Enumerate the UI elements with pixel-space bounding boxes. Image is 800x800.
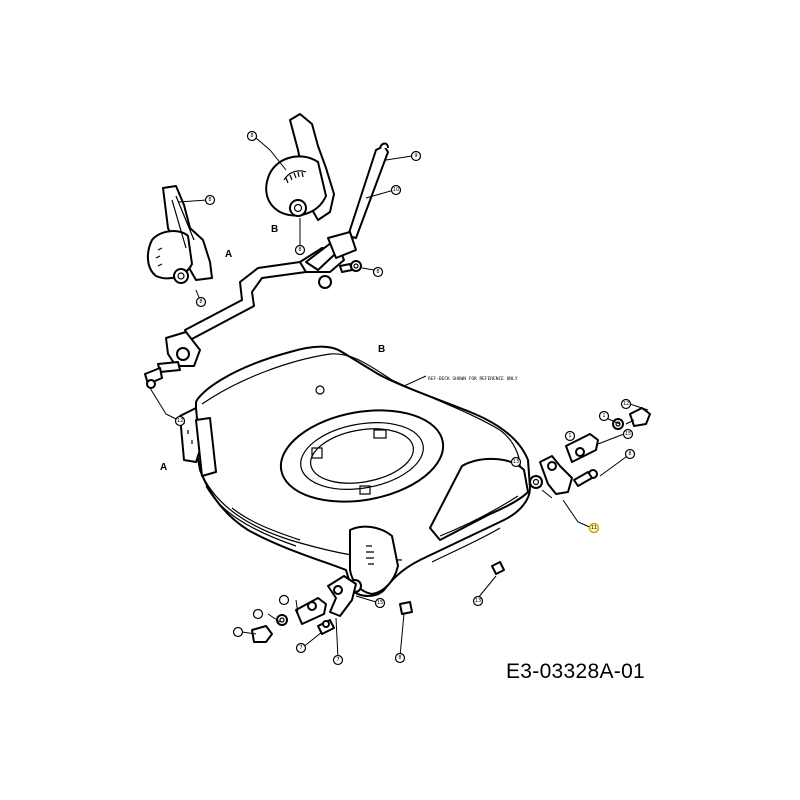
svg-text:8: 8 xyxy=(298,247,301,253)
callout-bubble: 1 xyxy=(564,430,576,442)
adjust-lever xyxy=(327,142,389,259)
callout-bubble: 15 xyxy=(374,597,386,609)
view-letter-b-deck: B xyxy=(378,344,385,355)
svg-text:10: 10 xyxy=(393,187,399,193)
callout-bubble: 1 xyxy=(598,410,610,422)
callout-bubble: 8 xyxy=(624,448,636,460)
svg-text:1: 1 xyxy=(568,433,571,439)
svg-text:15: 15 xyxy=(377,600,383,606)
view-letter-a-deck: A xyxy=(160,462,167,473)
svg-text:9: 9 xyxy=(414,153,417,159)
callout-bubble: 13 xyxy=(510,456,522,468)
callout-bubble: 8 xyxy=(294,244,306,256)
callout-bubble: 7 xyxy=(295,642,307,654)
mower-deck xyxy=(179,345,531,597)
callout-bubble: 12 xyxy=(620,398,632,410)
callout-bubble: 13 xyxy=(472,595,484,607)
svg-text:7: 7 xyxy=(336,657,339,663)
svg-text:11: 11 xyxy=(591,525,597,531)
svg-text:8: 8 xyxy=(199,299,202,305)
bracket-nut xyxy=(339,260,362,273)
svg-text:12: 12 xyxy=(177,418,183,424)
svg-text:7: 7 xyxy=(299,645,302,651)
callout-bubble: 8 xyxy=(372,266,384,278)
view-letters: A B B A xyxy=(160,224,385,473)
svg-text:13: 13 xyxy=(475,598,481,604)
callout-bubble: 8 xyxy=(394,652,406,664)
svg-text:1: 1 xyxy=(602,413,605,419)
right-height-adjuster xyxy=(265,113,335,221)
rear-axle-rod xyxy=(184,235,351,341)
callout-bubble: 12 xyxy=(174,415,186,427)
callout-bubble: 10 xyxy=(390,184,402,196)
callout-bubble: 8 xyxy=(204,194,216,206)
callout-bubble: 9 xyxy=(410,150,422,162)
svg-text:8: 8 xyxy=(376,269,379,275)
view-letter-b-bracket: B xyxy=(271,224,278,235)
minor-callouts xyxy=(232,594,290,638)
view-letter-a-bracket: A xyxy=(225,249,232,260)
callout-bubble: 8 xyxy=(195,296,207,308)
svg-text:12: 12 xyxy=(623,401,629,407)
left-height-adjuster xyxy=(146,185,213,284)
drawing-code: E3-03328A-01 xyxy=(506,660,646,683)
right-front-adjuster xyxy=(529,407,651,495)
svg-text:15: 15 xyxy=(625,431,631,437)
callout-bubble: 8 xyxy=(246,130,258,142)
callouts: 8 8 9 10 8 8 8 12 13 1 15 8 11 1 12 13 1… xyxy=(174,130,636,666)
callout-bubble: 7 xyxy=(332,654,344,666)
callout-bubble: 15 xyxy=(622,428,634,440)
svg-text:13: 13 xyxy=(513,459,519,465)
svg-text:8: 8 xyxy=(208,197,211,203)
callout-bubble-highlighted: 11 xyxy=(588,522,600,534)
svg-text:8: 8 xyxy=(398,655,401,661)
svg-text:8: 8 xyxy=(250,133,253,139)
svg-text:8: 8 xyxy=(628,451,631,457)
left-front-adjuster xyxy=(251,561,505,643)
reference-note: REF-DECK SHOWN FOR REFERENCE ONLY xyxy=(428,376,518,382)
left-axle-arm xyxy=(144,331,201,389)
leader-lines xyxy=(149,137,649,659)
